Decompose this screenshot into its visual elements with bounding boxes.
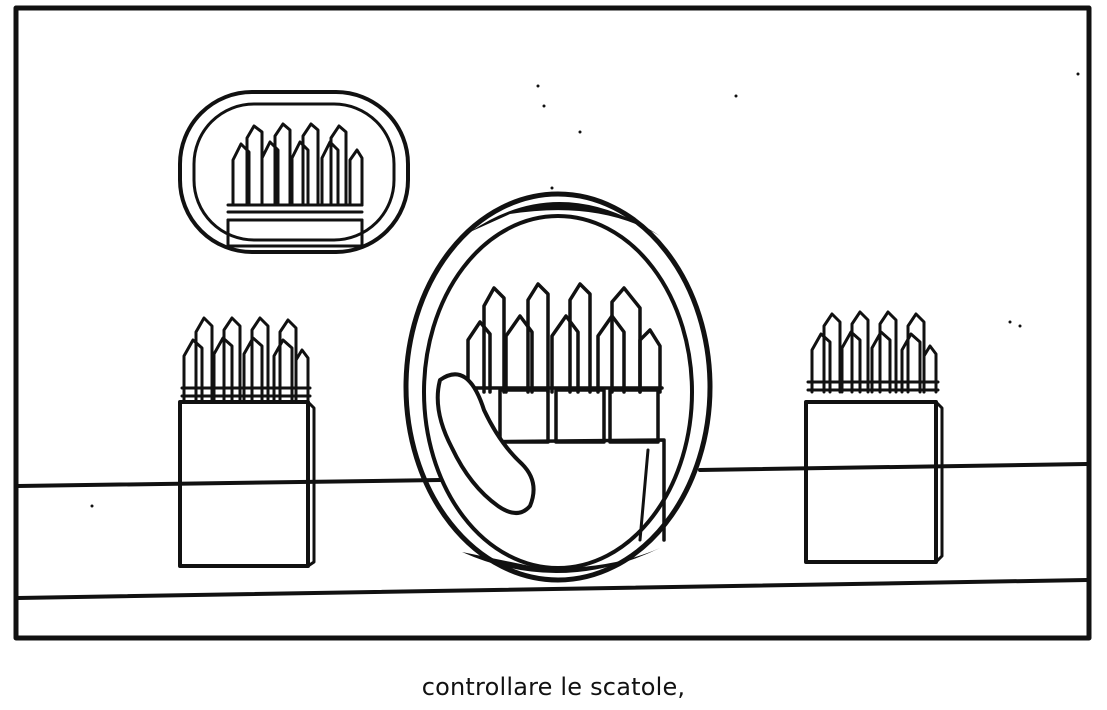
- dust-specks: [90, 72, 1080, 508]
- shelf: [16, 462, 1089, 600]
- magnifier-lens: [403, 191, 713, 583]
- thought-bubble-crayons: [178, 90, 410, 254]
- illustration-scene: [13, 5, 1092, 641]
- crayon-icon: [180, 316, 312, 402]
- hand-icon: [435, 372, 536, 515]
- crayon-box-center-magnified: [456, 282, 666, 542]
- crayon-icon: [456, 282, 664, 394]
- caption-text: controllare le scatole,: [421, 673, 686, 701]
- crayon-box-right: [804, 310, 944, 564]
- crayon-icon: [806, 310, 940, 394]
- crayon-box-left: [178, 316, 316, 568]
- crayon-icon: [226, 122, 364, 222]
- picture-frame: [13, 5, 1092, 641]
